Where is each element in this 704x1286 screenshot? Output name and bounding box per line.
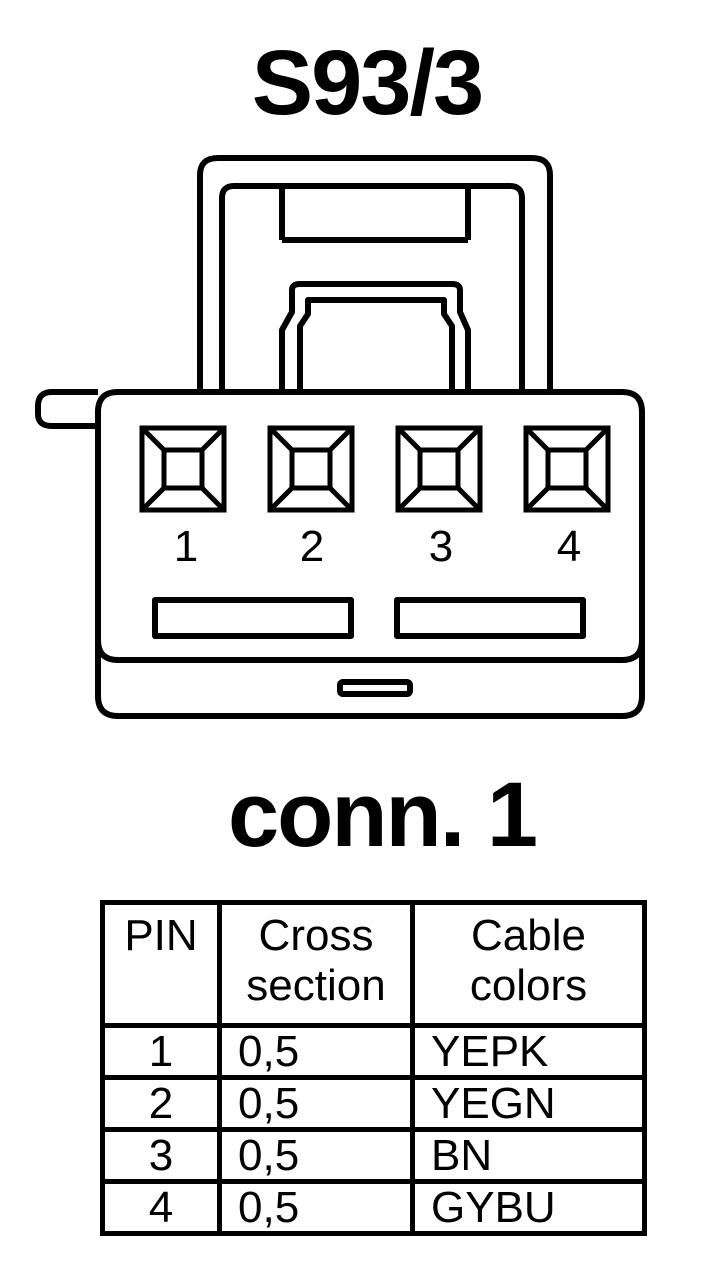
- cell-pin: 1: [100, 1023, 222, 1080]
- cell-cross-section: 0,5: [217, 1179, 415, 1236]
- lock-window-left: [152, 597, 354, 639]
- side-tab: [35, 389, 98, 429]
- body-bottom-step: [95, 639, 645, 663]
- latch-inner: [219, 183, 525, 392]
- cell-cross-section: 0,5: [217, 1023, 415, 1080]
- table-row: 4 0,5 GYBU: [100, 1179, 647, 1236]
- lock-window-right: [394, 597, 586, 639]
- cell-cross-section: 0,5: [217, 1127, 415, 1184]
- latch-tongue-inner: [297, 297, 455, 392]
- pin-number-1: 1: [173, 522, 199, 571]
- pin-number-4: 4: [556, 522, 582, 571]
- cell-pin: 4: [100, 1179, 222, 1236]
- cell-cable-color: GYBU: [410, 1179, 647, 1236]
- cell-cable-color: BN: [410, 1127, 647, 1184]
- connector-title: S93/3: [251, 32, 484, 134]
- conn-label: conn. 1: [227, 764, 538, 866]
- table-row: 2 0,5 YEGN: [100, 1075, 647, 1132]
- terminal-cavity-4: [523, 425, 611, 513]
- terminal-cavity-1: [139, 425, 227, 513]
- cell-pin: 2: [100, 1075, 222, 1132]
- table-row: 1 0,5 YEPK: [100, 1023, 647, 1080]
- connector-body: [95, 389, 645, 719]
- terminal-cavity-3: [395, 425, 483, 513]
- cell-cable-color: YEGN: [410, 1075, 647, 1132]
- latch-tongue-outer: [279, 281, 471, 392]
- bottom-slot: [337, 679, 413, 697]
- pin-number-2: 2: [299, 522, 325, 571]
- pin-number-3: 3: [428, 522, 454, 571]
- header-pin: PIN: [100, 900, 222, 1028]
- terminal-cavity-2: [267, 425, 355, 513]
- cell-cable-color: YEPK: [410, 1023, 647, 1080]
- cell-pin: 3: [100, 1127, 222, 1184]
- table-row: 3 0,5 BN: [100, 1127, 647, 1184]
- connector-drawing: [35, 155, 645, 719]
- cell-cross-section: 0,5: [217, 1075, 415, 1132]
- latch-outer: [197, 155, 553, 392]
